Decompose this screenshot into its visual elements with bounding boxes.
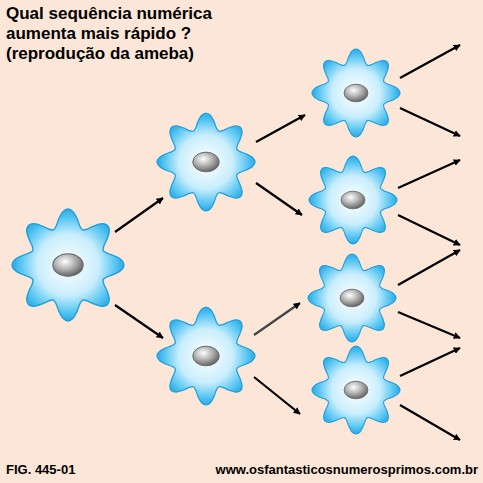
figure-number: FIG. 445-01: [6, 462, 75, 477]
title: Qual sequência numérica aumenta mais ráp…: [6, 4, 256, 64]
amoeba: [308, 254, 396, 342]
amoeba: [312, 346, 400, 434]
amoeba-cells: [12, 49, 400, 434]
amoeba: [157, 307, 255, 405]
amoeba: [312, 49, 400, 137]
division-arrows: [115, 45, 460, 440]
amoeba: [12, 209, 124, 321]
amoeba: [157, 113, 255, 211]
website-url: www.osfantasticosnumerosprimos.com.br: [216, 462, 478, 477]
amoeba: [309, 156, 397, 244]
